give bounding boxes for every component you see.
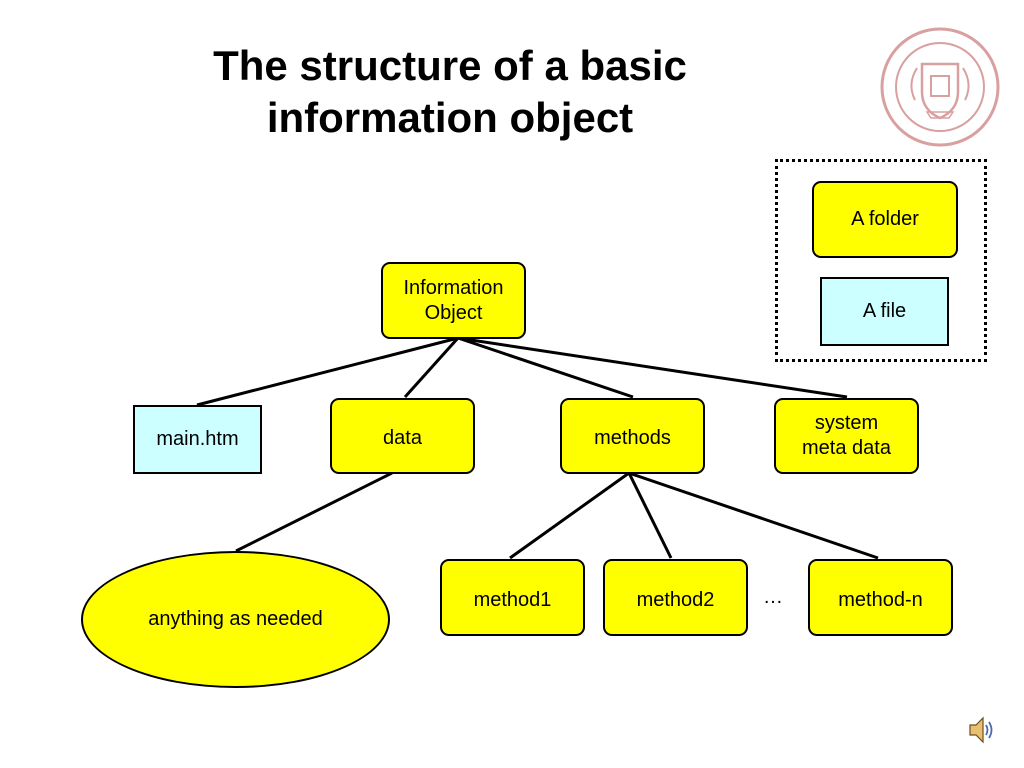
university-seal-icon <box>880 27 1000 147</box>
title-line-1: The structure of a basic <box>213 42 687 89</box>
connector-root-data <box>403 336 460 399</box>
node-system-meta-data-line2: meta data <box>802 437 891 459</box>
node-data-label: data <box>383 427 422 449</box>
node-information-object: Information Object <box>381 262 526 339</box>
node-methods-label: methods <box>594 427 671 449</box>
node-method2: method2 <box>603 559 748 636</box>
methods-ellipsis: … <box>763 586 783 608</box>
connector-methods-method2 <box>627 472 673 559</box>
legend-file: A file <box>820 277 949 346</box>
connector-root-methods <box>457 336 634 399</box>
legend-file-label: A file <box>862 300 907 322</box>
slide-title: The structure of a basic information obj… <box>150 40 750 144</box>
node-system-meta-data-line1: system <box>814 412 879 434</box>
node-main-htm: main.htm <box>133 405 262 474</box>
node-data: data <box>330 398 475 474</box>
node-anything-as-needed-label: anything as needed <box>148 608 323 630</box>
connector-root-system <box>457 336 848 399</box>
node-main-htm-label: main.htm <box>156 428 239 450</box>
title-line-2: information object <box>266 94 634 141</box>
connector-data-anything <box>235 471 393 553</box>
connector-root-main <box>196 336 459 407</box>
node-method-n-label: method-n <box>838 589 923 611</box>
legend-folder: A folder <box>812 181 958 258</box>
node-system-meta-data: system meta data <box>774 398 919 474</box>
legend-frame <box>775 159 987 362</box>
legend-folder-label: A folder <box>851 208 919 230</box>
node-method1: method1 <box>440 559 585 636</box>
node-method2-label: method2 <box>636 589 715 611</box>
connector-methods-methodn <box>628 471 879 560</box>
node-method1-label: method1 <box>473 589 552 611</box>
node-anything-as-needed: anything as needed <box>81 551 390 688</box>
node-method-n: method-n <box>808 559 953 636</box>
node-information-object-line2: Object <box>424 301 483 324</box>
speaker-icon[interactable] <box>968 714 996 746</box>
node-methods: methods <box>560 398 705 474</box>
connector-methods-method1 <box>509 471 630 560</box>
node-information-object-line1: Information <box>403 276 504 299</box>
